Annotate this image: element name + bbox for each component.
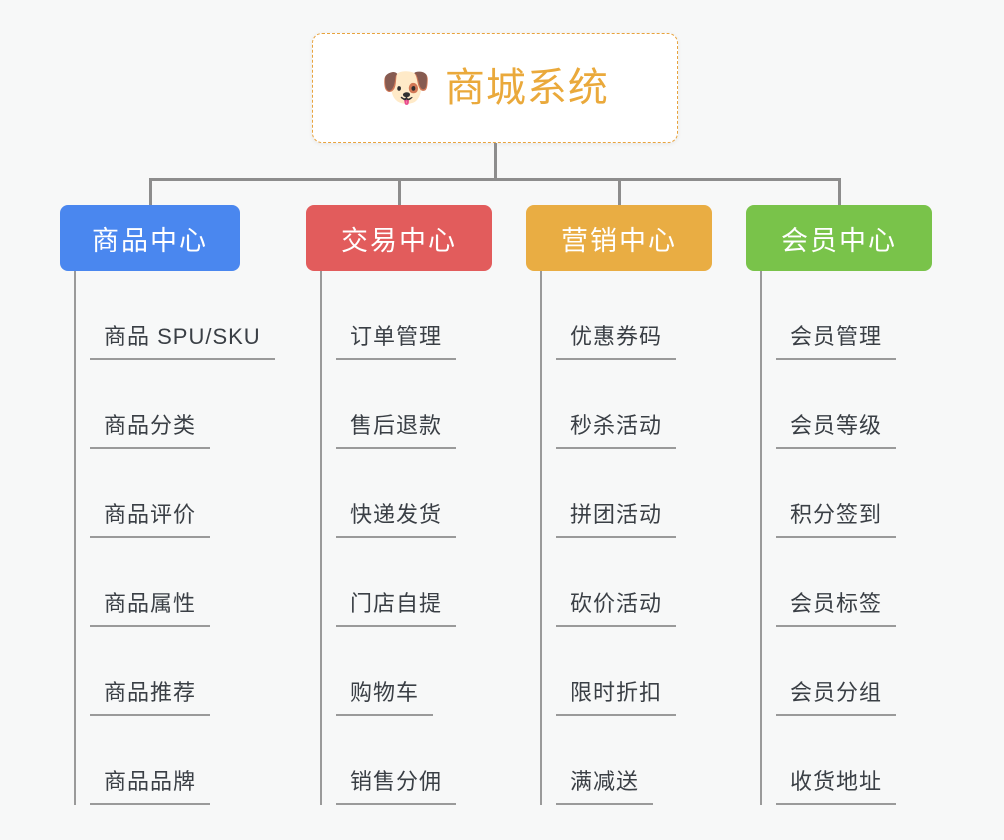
leaf-item[interactable]: 限时折扣	[526, 627, 712, 716]
branch-column-2: 交易中心订单管理售后退款快递发货门店自提购物车销售分佣	[306, 205, 492, 805]
branch-items-1: 商品 SPU/SKU 商品分类商品评价商品属性商品推荐商品品牌	[60, 271, 275, 805]
branch-spine-3	[540, 271, 542, 805]
leaf-item[interactable]: 销售分佣	[306, 716, 492, 805]
leaf-item[interactable]: 会员管理	[746, 271, 932, 360]
root-node-content: 🐶 商城系统	[381, 68, 609, 108]
leaf-item[interactable]: 会员分组	[746, 627, 932, 716]
leaf-item[interactable]: 砍价活动	[526, 538, 712, 627]
root-node[interactable]: 🐶 商城系统	[312, 33, 678, 143]
leaf-item-label: 商品 SPU/SKU	[90, 319, 275, 360]
branch-spine-1	[74, 271, 76, 805]
leaf-item-label: 商品推荐	[90, 675, 211, 716]
leaf-item[interactable]: 商品推荐	[60, 627, 240, 716]
leaf-item-label: 商品分类	[90, 408, 211, 449]
branch-header-label: 会员中心	[781, 225, 897, 256]
leaf-item-label: 商品品牌	[90, 764, 211, 805]
dog-face-icon: 🐶	[381, 66, 431, 110]
branch-header-1[interactable]: 商品中心	[60, 205, 240, 271]
leaf-item[interactable]: 售后退款	[306, 360, 492, 449]
leaf-item[interactable]: 商品属性	[60, 538, 240, 627]
branch-drop-connector-3	[837, 178, 841, 205]
branch-items-4: 会员管理会员等级积分签到会员标签会员分组收货地址	[746, 271, 932, 805]
leaf-item-label: 购物车	[336, 675, 434, 716]
leaf-item-label: 收货地址	[776, 764, 897, 805]
leaf-item[interactable]: 商品 SPU/SKU	[60, 271, 275, 360]
leaf-item[interactable]: 门店自提	[306, 538, 492, 627]
leaf-item-label: 砍价活动	[556, 586, 677, 627]
leaf-item-label: 拼团活动	[556, 497, 677, 538]
leaf-item[interactable]: 会员等级	[746, 360, 932, 449]
leaf-item-label: 门店自提	[336, 586, 457, 627]
branch-column-3: 营销中心优惠券码秒杀活动拼团活动砍价活动限时折扣满减送	[526, 205, 712, 805]
leaf-item-label: 限时折扣	[556, 675, 677, 716]
leaf-item-label: 会员等级	[776, 408, 897, 449]
leaf-item[interactable]: 订单管理	[306, 271, 492, 360]
branch-items-2: 订单管理售后退款快递发货门店自提购物车销售分佣	[306, 271, 492, 805]
leaf-item-label: 订单管理	[336, 319, 457, 360]
leaf-item-label: 商品属性	[90, 586, 211, 627]
leaf-item-label: 满减送	[556, 764, 654, 805]
leaf-item-label: 快递发货	[336, 497, 457, 538]
leaf-item-label: 商品评价	[90, 497, 211, 538]
leaf-item-label: 销售分佣	[336, 764, 457, 805]
branch-header-3[interactable]: 营销中心	[526, 205, 712, 271]
leaf-item[interactable]: 秒杀活动	[526, 360, 712, 449]
root-stem-connector	[493, 143, 497, 181]
leaf-item-label: 优惠券码	[556, 319, 677, 360]
leaf-item[interactable]: 商品评价	[60, 449, 240, 538]
leaf-item[interactable]: 满减送	[526, 716, 712, 805]
leaf-item[interactable]: 商品品牌	[60, 716, 240, 805]
branch-drop-connector-0	[148, 178, 152, 205]
leaf-item[interactable]: 商品分类	[60, 360, 240, 449]
leaf-item[interactable]: 拼团活动	[526, 449, 712, 538]
branch-header-4[interactable]: 会员中心	[746, 205, 932, 271]
leaf-item-label: 秒杀活动	[556, 408, 677, 449]
branch-header-label: 商品中心	[92, 225, 208, 256]
leaf-item[interactable]: 快递发货	[306, 449, 492, 538]
branch-distribution-bar	[148, 178, 841, 181]
leaf-item-label: 积分签到	[776, 497, 897, 538]
leaf-item-label: 售后退款	[336, 408, 457, 449]
branch-column-1: 商品中心商品 SPU/SKU 商品分类商品评价商品属性商品推荐商品品牌	[60, 205, 275, 805]
branch-spine-2	[320, 271, 322, 805]
leaf-item-label: 会员分组	[776, 675, 897, 716]
leaf-item[interactable]: 会员标签	[746, 538, 932, 627]
branch-header-label: 营销中心	[561, 225, 677, 256]
leaf-item-label: 会员管理	[776, 319, 897, 360]
branch-drop-connector-1	[397, 178, 401, 205]
leaf-item[interactable]: 优惠券码	[526, 271, 712, 360]
leaf-item[interactable]: 购物车	[306, 627, 492, 716]
branch-header-2[interactable]: 交易中心	[306, 205, 492, 271]
branch-header-label: 交易中心	[341, 225, 457, 256]
leaf-item-label: 会员标签	[776, 586, 897, 627]
branch-items-3: 优惠券码秒杀活动拼团活动砍价活动限时折扣满减送	[526, 271, 712, 805]
leaf-item[interactable]: 收货地址	[746, 716, 932, 805]
root-title: 商城系统	[444, 66, 609, 110]
leaf-item[interactable]: 积分签到	[746, 449, 932, 538]
branch-spine-4	[760, 271, 762, 805]
branch-drop-connector-2	[617, 178, 621, 205]
branch-column-4: 会员中心会员管理会员等级积分签到会员标签会员分组收货地址	[746, 205, 932, 805]
